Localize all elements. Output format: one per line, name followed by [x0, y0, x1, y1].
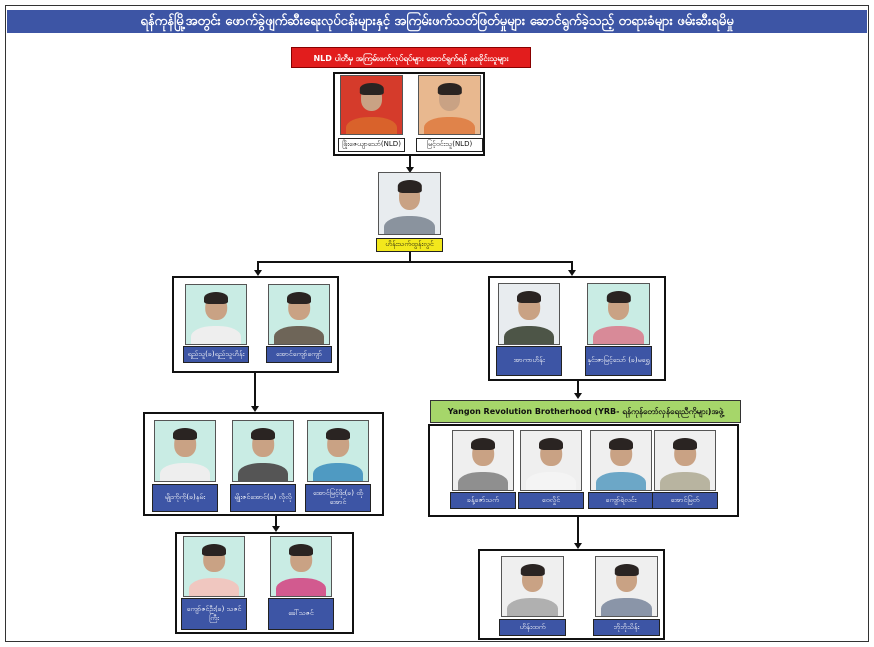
arrow-down-icon	[574, 393, 582, 399]
connector-line	[577, 381, 579, 394]
arrow-down-icon	[574, 543, 582, 549]
arrow-down-icon	[568, 270, 576, 276]
suspect-name-label: ဝေလှိုင်	[518, 492, 584, 509]
suspect-photo	[498, 283, 560, 345]
suspect-photo	[587, 283, 650, 345]
connector-line	[254, 373, 256, 407]
arrow-down-icon	[406, 167, 414, 173]
suspect-name-label: မျိုးကိုကို(ခ)နမ်း	[152, 484, 218, 512]
connector-line	[409, 156, 411, 171]
suspect-photo	[418, 75, 481, 135]
suspect-name-label: ကျော်ရဲလင်း	[588, 492, 654, 509]
suspect-name-label: ဟိန်းသက်ထွန်းလွင်	[376, 238, 443, 252]
suspect-name-label: ကျော်ဇင်ဦး(ခ) သဇင်ကြီး	[181, 598, 247, 630]
suspect-photo	[595, 556, 658, 617]
suspect-name-label: ခေါ်သဇင်	[268, 598, 334, 630]
connector-line	[571, 261, 573, 271]
suspect-name-label: ခန့်ဇော်သက်	[450, 492, 516, 509]
suspect-photo	[520, 430, 582, 491]
suspect-photo	[378, 172, 441, 235]
nld-instigators-header: NLD ပါတီမှ အကြမ်းဖက်လုပ်ရပ်များ ဆောင်ရွက…	[291, 47, 531, 68]
connector-line	[409, 252, 411, 262]
suspect-name-label: နှင်းဇာမြင့်သော် (ခ)မရွှေ	[585, 346, 652, 376]
suspect-photo	[154, 420, 216, 482]
arrow-down-icon	[272, 526, 280, 532]
arrow-down-icon	[254, 270, 262, 276]
connector-line	[257, 261, 259, 271]
suspect-name-label: အောင်ကျော်ကျော်	[266, 346, 332, 363]
suspect-photo	[654, 430, 716, 491]
suspect-photo	[501, 556, 564, 617]
suspect-name-label: အာကာဟိန်း	[496, 346, 562, 376]
suspect-name-label: ဖြိုးဇေယျာသော်(NLD)	[338, 138, 405, 152]
suspect-name-label: မျိုးဇင်အောင်(ခ) လိုလို	[230, 484, 296, 512]
suspect-name-label: အောင်မြင့်ဖိုး(ခ) ထိုအောင်	[305, 484, 371, 512]
suspect-photo	[590, 430, 652, 491]
suspect-photo	[183, 536, 245, 597]
suspect-name-label: ဘိုဘိုသိန်း	[593, 619, 660, 636]
suspect-photo	[270, 536, 332, 597]
suspect-photo	[452, 430, 514, 491]
suspect-name-label: ရည်သူ(ခ)ရည်သူဟိန်း	[183, 346, 249, 363]
suspect-photo	[268, 284, 330, 345]
connector-line	[577, 517, 579, 543]
page-title: ရန်ကုန်မြို့အတွင်း ဖောက်ခွဲဖျက်ဆီးရေးလုပ…	[7, 10, 867, 33]
suspect-name-label: ဟိန်းထက်	[499, 619, 566, 636]
connector-line	[275, 516, 277, 527]
suspect-photo	[307, 420, 369, 482]
yrb-header: Yangon Revolution Brotherhood (YRB- ရန်က…	[430, 400, 741, 423]
suspect-photo	[340, 75, 403, 135]
arrow-down-icon	[251, 406, 259, 412]
connector-line	[257, 261, 573, 263]
diagram-frame	[5, 5, 869, 642]
suspect-photo	[185, 284, 247, 345]
suspect-name-label: မြင့်ဝင်းသူ(NLD)	[416, 138, 483, 152]
suspect-photo	[232, 420, 294, 482]
suspect-name-label: အောင်မြတ်	[652, 492, 718, 509]
